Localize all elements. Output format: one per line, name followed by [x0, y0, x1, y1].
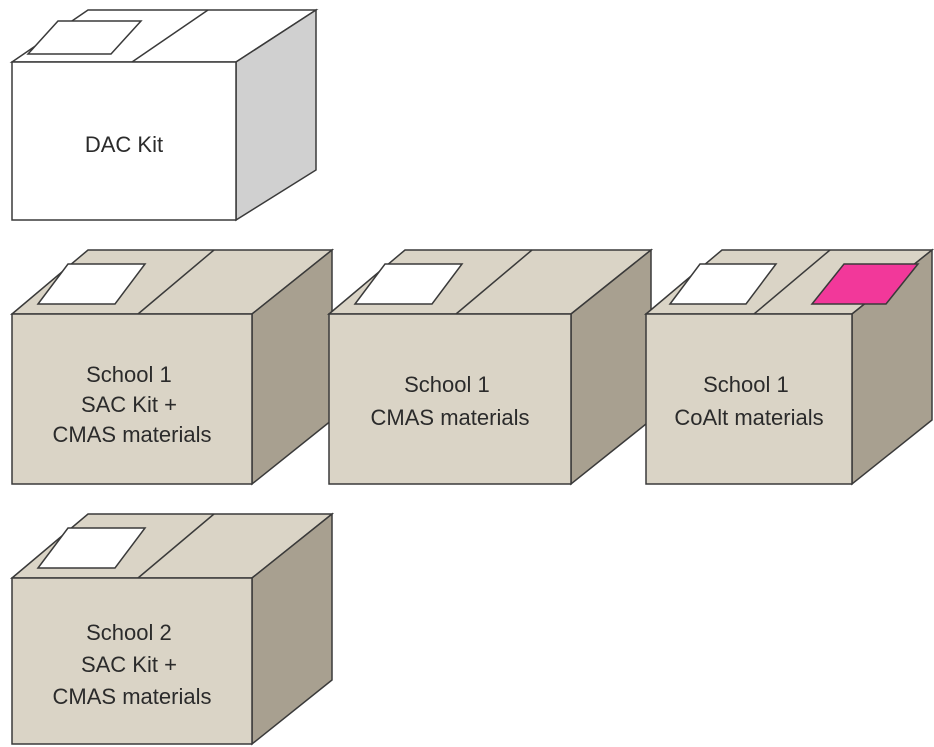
box-label-line: School 2	[86, 620, 172, 645]
box-label-card	[668, 263, 778, 305]
box-label-line: CMAS materials	[371, 405, 530, 430]
box-label-text: School 1 CMAS materials	[371, 372, 530, 430]
box-school1-coalt: School 1 CoAlt materials	[643, 248, 934, 486]
box-label-line: School 1	[404, 372, 490, 397]
box-label-line: School 1	[86, 362, 172, 387]
box-label-text: School 1 SAC Kit + CMAS materials	[53, 362, 212, 447]
box-label-card-pink	[810, 263, 920, 305]
box-label-line: School 1	[703, 372, 789, 397]
box-top-divider	[137, 249, 215, 315]
box-label-card	[36, 263, 147, 305]
box-top-divider	[455, 249, 533, 315]
box-label-line: CoAlt materials	[674, 405, 823, 430]
box-label-text: DAC Kit	[85, 132, 163, 157]
box-label-line: SAC Kit +	[81, 652, 177, 677]
box-front-face	[328, 313, 572, 485]
box-top-divider	[131, 9, 209, 63]
box-front-face	[11, 61, 237, 221]
box-top-divider	[753, 249, 831, 315]
box-top-divider	[137, 513, 215, 579]
box-school2-sac-cmas: School 2 SAC Kit + CMAS materials	[9, 512, 335, 746]
box-label-line: DAC Kit	[85, 132, 163, 157]
box-label-line: CMAS materials	[53, 422, 212, 447]
box-label-card	[36, 527, 147, 569]
box-school1-sac-cmas: School 1 SAC Kit + CMAS materials	[9, 248, 335, 486]
box-label-line: CMAS materials	[53, 684, 212, 709]
box-front-face	[11, 313, 253, 485]
box-front-face	[11, 577, 253, 745]
box-label-card	[353, 263, 464, 305]
box-label-text: School 2 SAC Kit + CMAS materials	[53, 620, 212, 709]
box-label-text: School 1 CoAlt materials	[674, 372, 823, 430]
box-label-card	[26, 20, 143, 55]
box-school1-cmas: School 1 CMAS materials	[326, 248, 654, 486]
box-dac-kit: DAC Kit	[9, 8, 319, 222]
box-label-line: SAC Kit +	[81, 392, 177, 417]
box-front-face	[645, 313, 853, 485]
